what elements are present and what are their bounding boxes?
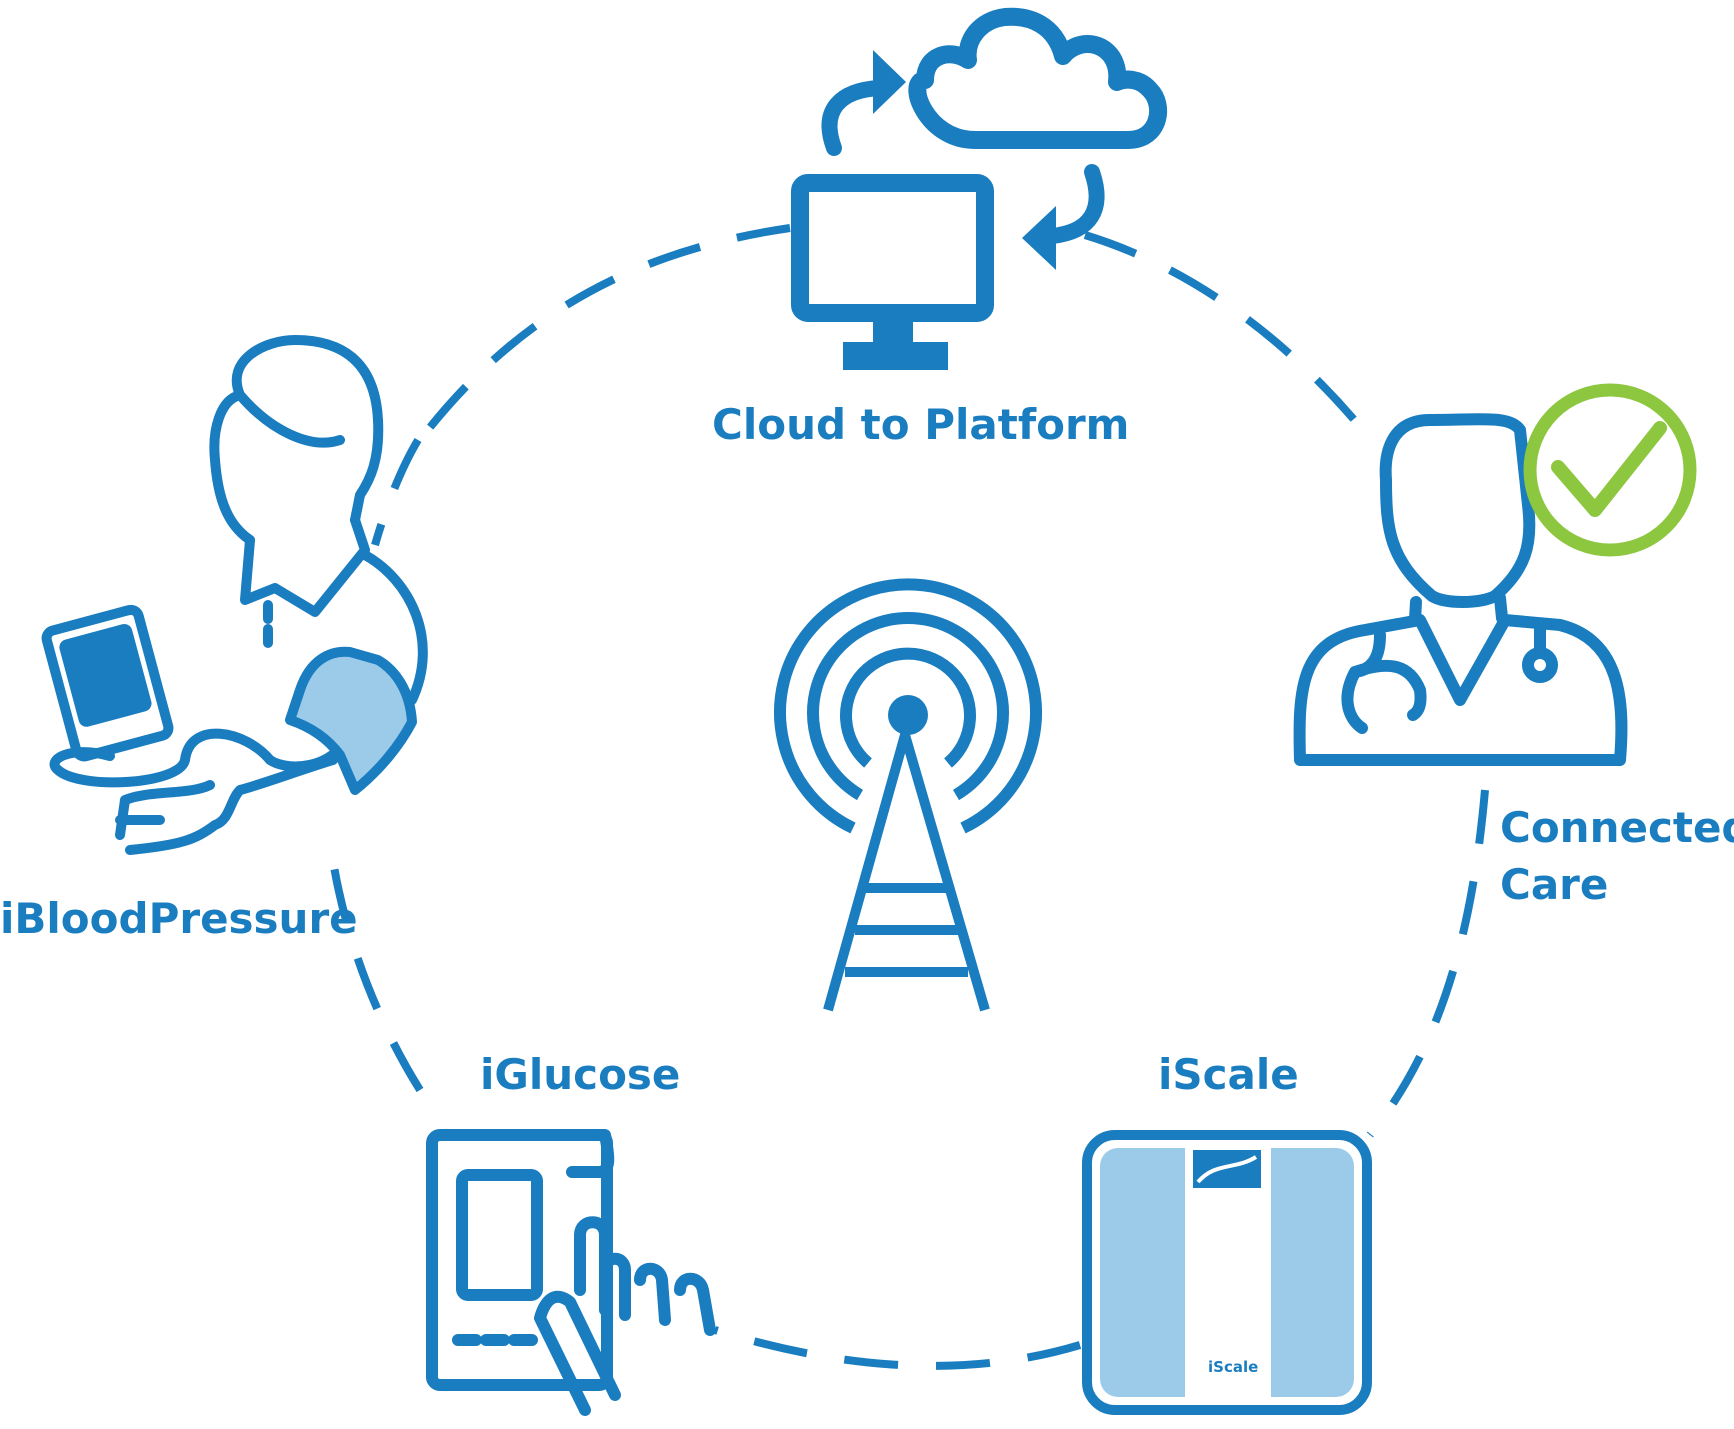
- monitor-base: [843, 342, 948, 370]
- connected-care-label: Connected Care: [1500, 800, 1734, 913]
- bp-monitor-screen: [64, 628, 147, 722]
- iblood-pressure-label: iBloodPressure: [0, 892, 358, 947]
- sync-arrow-down-head: [1022, 206, 1056, 270]
- doctor-check-icon: [1300, 390, 1690, 760]
- cloud-computer-icon: [800, 17, 1158, 370]
- connected-care-label-line2: Care: [1500, 857, 1734, 914]
- cloud-shape: [917, 17, 1158, 140]
- sync-arrow-up-head: [873, 50, 906, 114]
- doctor-head: [1386, 419, 1530, 602]
- sync-arrow-up: [830, 88, 880, 148]
- meter-strip-slot: [572, 1135, 608, 1172]
- connected-care-label-line1: Connected: [1500, 800, 1734, 857]
- scale-device-text: iScale: [1208, 1360, 1258, 1375]
- radio-tower-icon: [780, 584, 1036, 1010]
- patient-arm: [120, 760, 333, 850]
- glucose-meter-icon: [432, 1135, 710, 1410]
- patient-neck: [245, 520, 365, 612]
- iglucose-label: iGlucose: [480, 1048, 680, 1103]
- scale-display: [1193, 1150, 1261, 1188]
- blood-pressure-patient-icon: [45, 340, 423, 850]
- patient-head: [214, 340, 378, 540]
- monitor-screen: [800, 183, 985, 313]
- sync-arrow-down: [1052, 172, 1097, 236]
- cloud-platform-label: Cloud to Platform: [712, 398, 1129, 453]
- stethoscope: [1347, 635, 1420, 728]
- iscale-label: iScale: [1158, 1048, 1299, 1103]
- finger-icon: [540, 1222, 710, 1410]
- meter-screen: [462, 1175, 537, 1295]
